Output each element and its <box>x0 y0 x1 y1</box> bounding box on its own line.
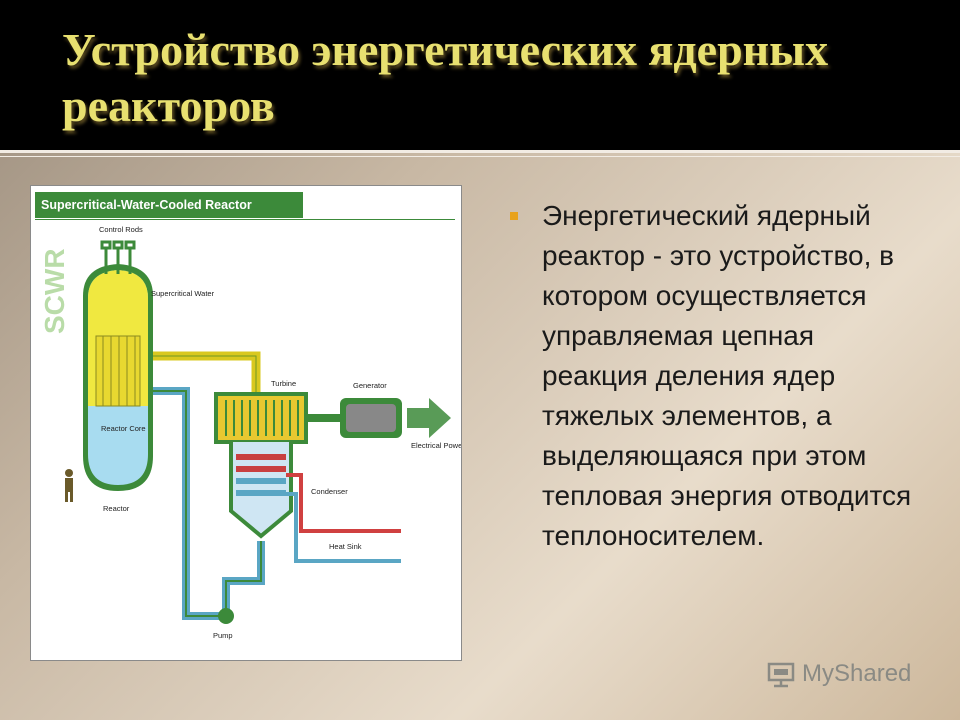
heat-sink-hot-line <box>286 473 401 533</box>
control-rods <box>100 240 136 274</box>
label-control-rods: Control Rods <box>99 225 143 234</box>
diagram-header: Supercritical-Water-Cooled Reactor <box>35 192 303 218</box>
label-turbine: Turbine <box>271 379 296 388</box>
myshared-watermark: MyShared <box>766 654 911 694</box>
reactor-diagram: Supercritical-Water-Cooled Reactor SCWR <box>30 185 462 661</box>
watermark-text: MyShared <box>802 660 912 687</box>
slide-body-text: Энергетический ядерный реактор - это уст… <box>542 200 912 551</box>
generator <box>340 398 402 438</box>
label-pump: Pump <box>213 631 233 640</box>
bullet-marker <box>510 212 518 220</box>
label-generator: Generator <box>353 381 387 390</box>
label-heat-sink: Heat Sink <box>329 542 362 551</box>
scwr-side-label: SCWR <box>39 248 70 334</box>
diagram-header-rule <box>35 219 455 220</box>
reactor-vessel <box>83 264 153 491</box>
electrical-power-arrow <box>407 398 451 438</box>
scwr-schematic: SCWR <box>39 225 461 640</box>
label-reactor: Reactor <box>103 504 130 513</box>
heat-sink-cold-line <box>286 492 401 563</box>
title-separator-thin <box>0 156 960 157</box>
pump <box>218 608 234 624</box>
turbine <box>214 392 308 444</box>
title-separator <box>0 150 960 153</box>
label-reactor-core: Reactor Core <box>101 424 146 433</box>
turbine-shaft <box>306 414 340 422</box>
title-bar: Устройство энергетических ядерных реакто… <box>0 0 960 150</box>
condenser <box>229 442 293 539</box>
presentation-icon <box>767 662 795 688</box>
label-supercritical-water: Supercritical Water <box>151 289 215 298</box>
slide-title: Устройство энергетических ядерных реакто… <box>62 24 829 131</box>
label-electrical-power: Electrical Power <box>411 441 461 450</box>
person-icon <box>65 469 73 502</box>
label-condenser: Condenser <box>311 487 348 496</box>
